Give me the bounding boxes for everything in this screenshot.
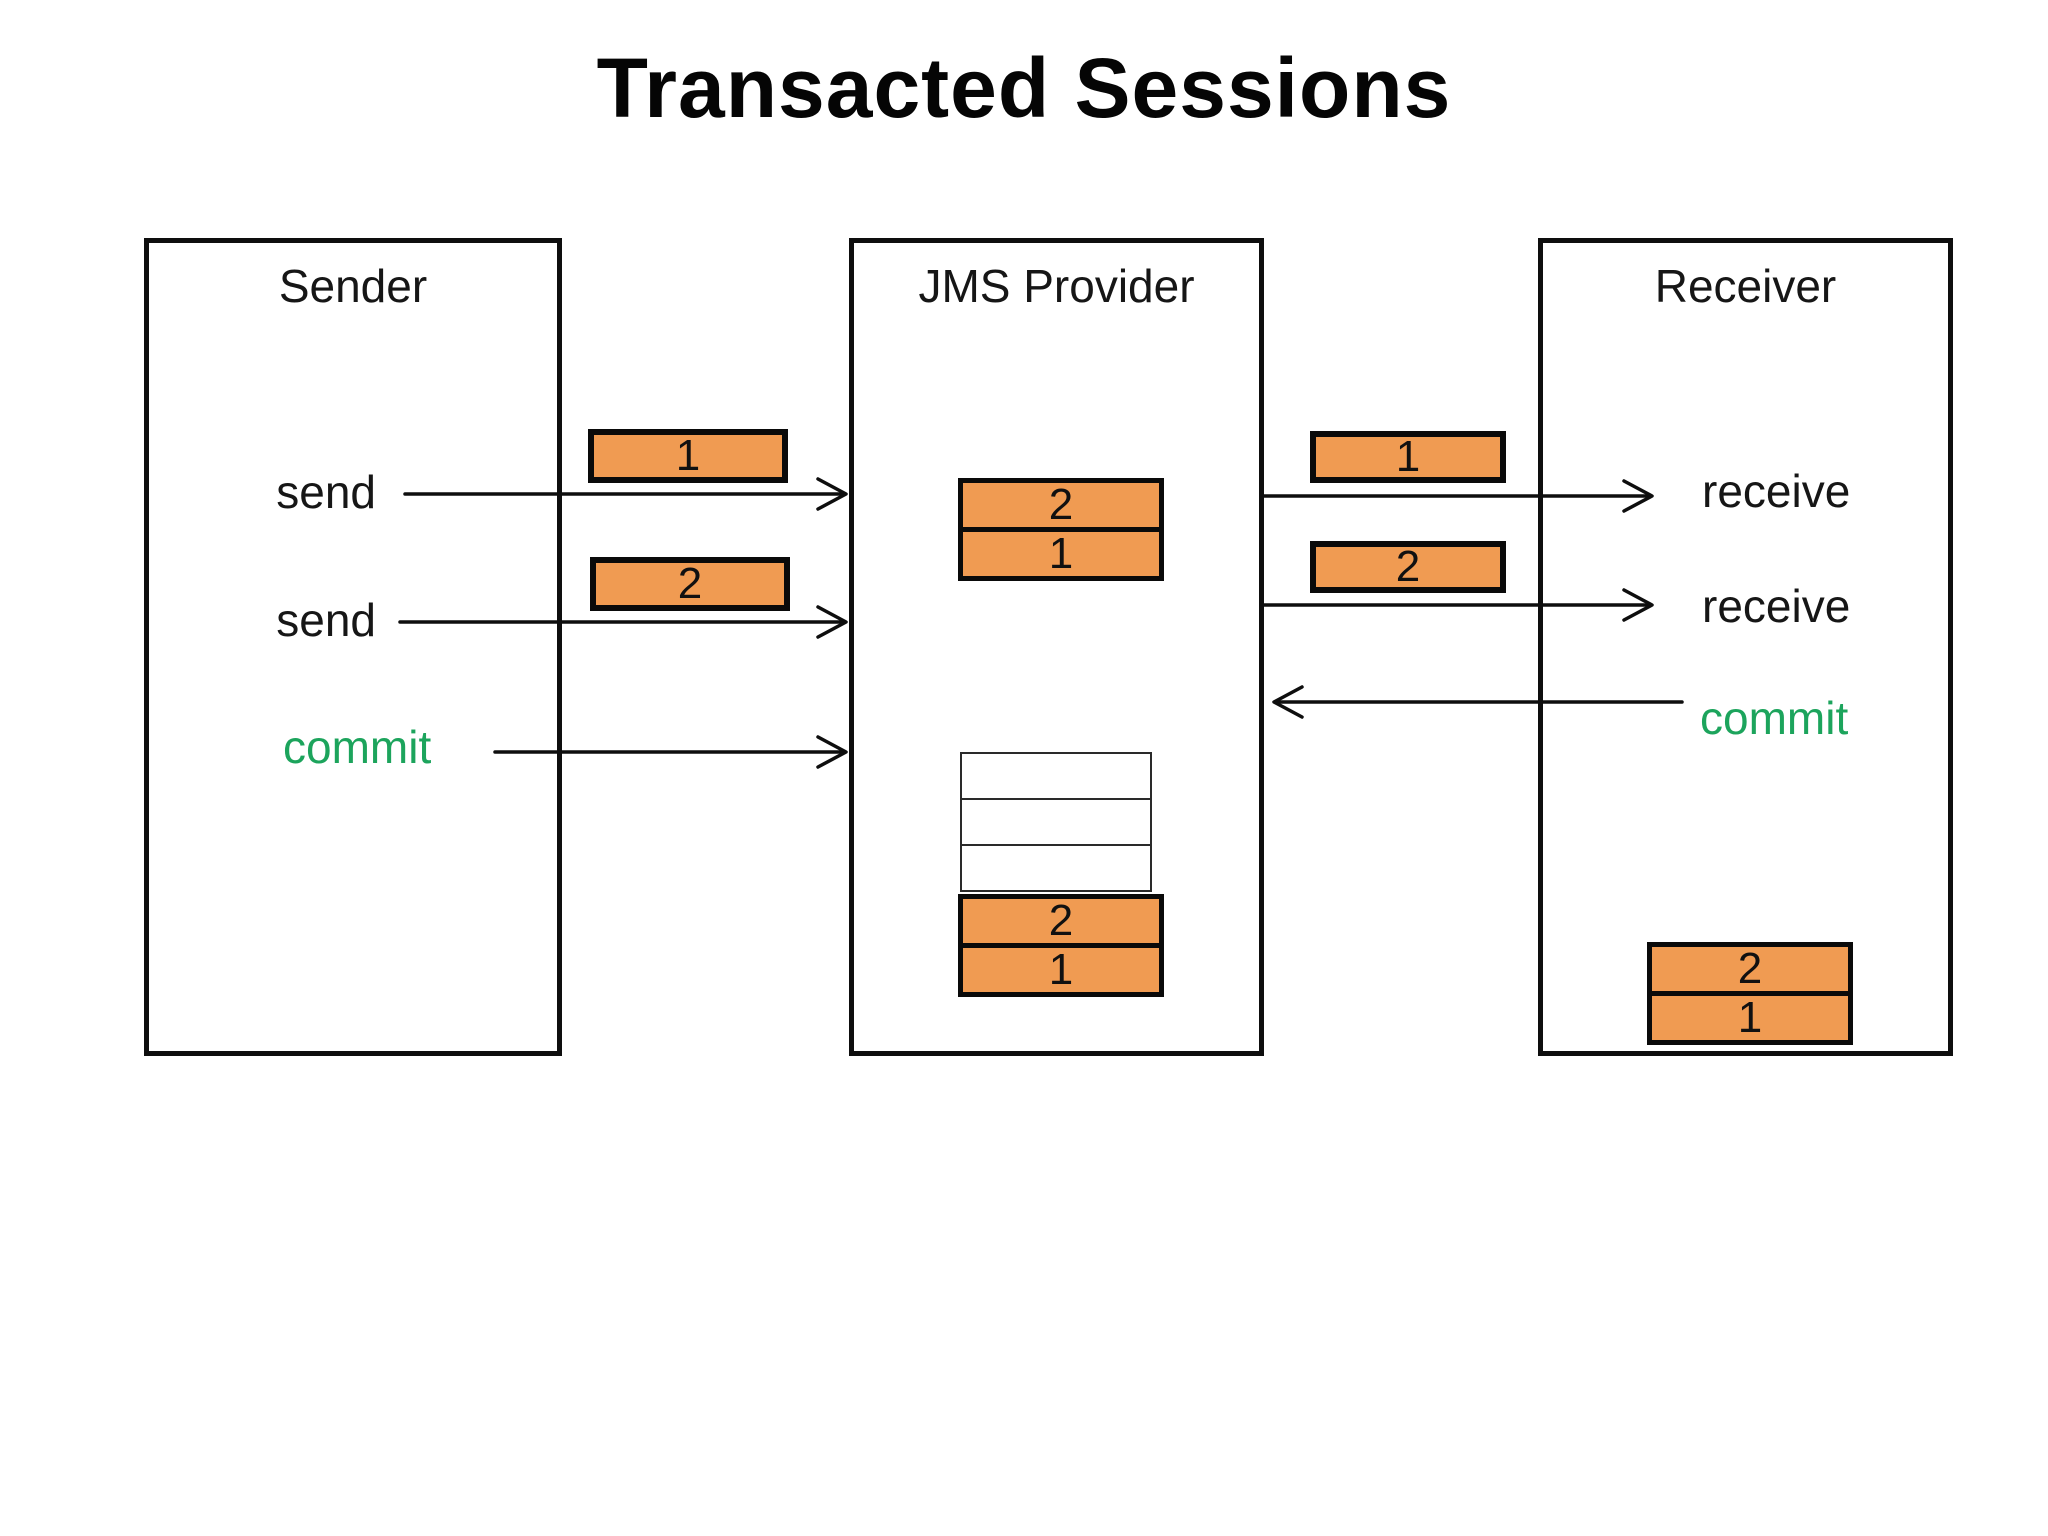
receive-2-label: receive <box>1702 580 1851 632</box>
message-number: 1 <box>1395 432 1421 481</box>
message-box-to-provider-1: 1 <box>588 429 788 483</box>
provider-queue-empty-cell <box>960 752 1152 800</box>
stack-cell: 2 <box>1652 944 1848 993</box>
receiver-commit-arrowhead <box>1272 685 1304 719</box>
jms-provider-box-title: JMS Provider <box>918 260 1195 312</box>
message-number: 2 <box>1048 896 1074 945</box>
receive-1-label: receive <box>1702 465 1851 517</box>
stack-cell: 1 <box>963 527 1159 578</box>
provider-queue-stack: 2 1 <box>958 894 1164 997</box>
receiver-commit-label: commit <box>1700 692 1849 744</box>
receiver-box: Receiver <box>1538 238 1953 1056</box>
message-number: 2 <box>1737 944 1763 993</box>
message-number: 2 <box>1395 542 1421 591</box>
stack-cell: 2 <box>963 480 1159 529</box>
message-number: 1 <box>675 431 701 480</box>
stack-cell: 2 <box>963 896 1159 945</box>
message-number: 1 <box>1048 529 1074 578</box>
diagram-title: Transacted Sessions <box>596 41 1452 135</box>
sender-box: Sender <box>144 238 562 1056</box>
receiver-box-title: Receiver <box>1654 260 1837 312</box>
sender-commit-label: commit <box>283 721 432 773</box>
send-2-arrowhead <box>816 605 848 639</box>
stack-cell: 1 <box>1652 991 1848 1042</box>
message-box-to-receiver-1: 1 <box>1310 431 1506 483</box>
provider-pending-stack: 2 1 <box>958 478 1164 581</box>
message-number: 2 <box>677 559 703 608</box>
provider-queue-empty-cells <box>960 752 1152 892</box>
message-number: 1 <box>1737 993 1763 1042</box>
provider-queue-empty-cell <box>960 844 1152 892</box>
send-1-label: send <box>276 466 376 518</box>
message-number: 2 <box>1048 480 1074 529</box>
sender-commit-arrowhead <box>816 735 848 769</box>
message-box-to-receiver-2: 2 <box>1310 541 1506 593</box>
provider-queue-empty-cell <box>960 798 1152 846</box>
send-2-label: send <box>276 594 376 646</box>
message-number: 1 <box>1048 945 1074 994</box>
stack-cell: 1 <box>963 943 1159 994</box>
send-1-arrowhead <box>816 477 848 511</box>
sender-box-title: Sender <box>278 260 428 312</box>
message-box-to-provider-2: 2 <box>590 557 790 611</box>
receiver-delivered-stack: 2 1 <box>1647 942 1853 1045</box>
